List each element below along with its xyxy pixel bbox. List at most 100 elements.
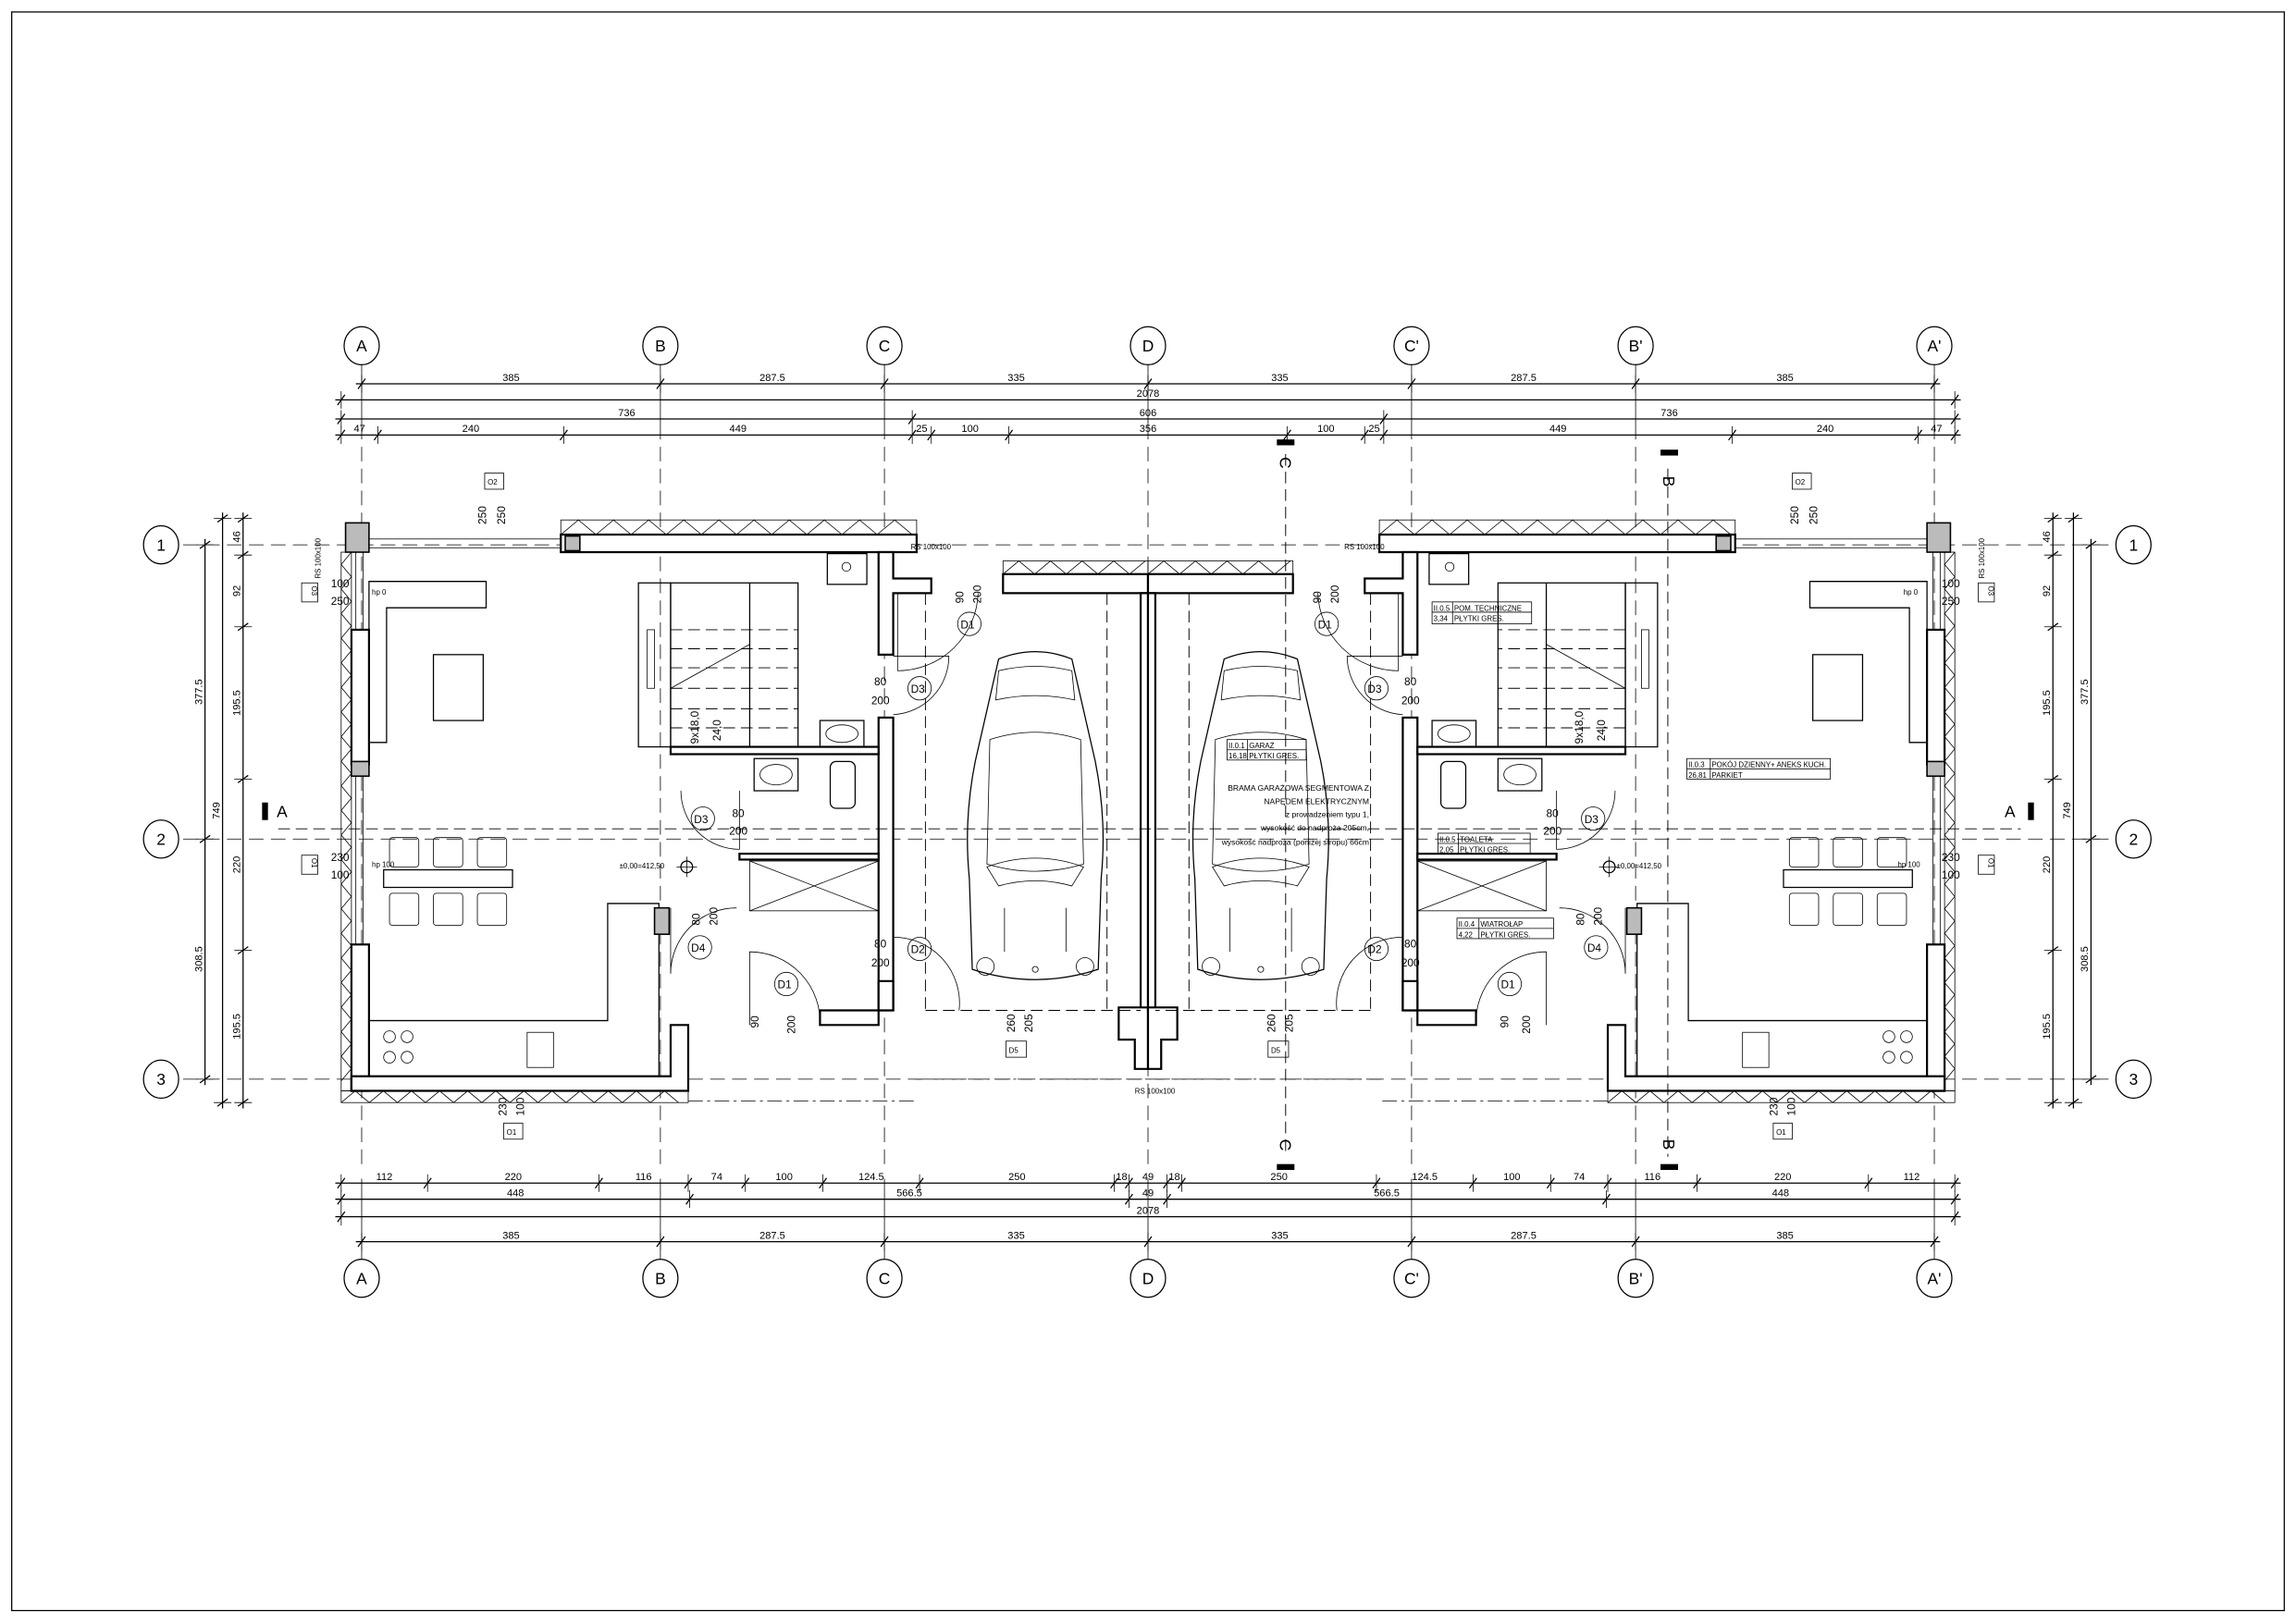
insulation-band [340,551,352,1091]
window-width: 250 [1788,506,1801,524]
utility-sink [826,552,868,585]
insulation-zigzag [340,551,352,1082]
door-d4-right: D4 80 200 [1574,906,1609,960]
door-height: 200 [1520,1015,1533,1034]
room-area: 26,81 [1688,771,1707,780]
left-detail-dimension-value: 92 [232,585,243,597]
insulation-band [1002,560,1149,575]
window-sill: hp 0 [372,588,387,597]
axis-bubble-top-label: A [356,337,367,355]
window-height: 100 [1785,1097,1798,1115]
kitchen-counter [368,903,660,1077]
axis-bubble-left-label: 3 [156,1070,166,1089]
door-height: 200 [1592,906,1605,925]
axis-bubble-left-circle [142,819,179,859]
insulation-zigzag [340,1090,679,1103]
room-floor: PŁYTKI GRES. [1480,930,1530,939]
window-o2-left: O2 250 250 [476,473,508,524]
door-d1-top-left: D1 90 200 [954,584,984,636]
left-dwelling-unit [344,522,1150,1102]
vent-label: RS 100x100 [1344,543,1385,551]
window-tag: O2 [488,478,498,486]
center-pillar [1117,1006,1150,1070]
axis-bubble-right-circle [2115,819,2152,859]
door-height: 200 [785,1015,798,1034]
axis-bubble-top-label: A' [1928,337,1942,355]
left-detail-dimension-value: 195.5 [232,1014,243,1040]
room-floor: PŁYTKI GRES. [1454,614,1504,622]
vent-label: RS 100x100 [911,543,952,551]
door-swing-d3-lower [680,791,740,850]
insulation-band [1607,1090,1956,1103]
door-width: 80 [874,675,887,688]
room-name: TOALETA [1460,835,1493,843]
insulation-zigzag [1607,1090,1945,1103]
garage-top-wall [1002,572,1150,595]
door-width: 80 [690,913,703,926]
wall-column [564,535,581,552]
stairs-tread: 24,0 [710,720,723,741]
window-height: 250 [1942,595,1960,608]
window-o2-right: O2 250 250 [1788,473,1820,524]
window-width: 230 [331,851,350,864]
room-number: II.0.1 [1228,742,1245,750]
window-o3-right: O3 100 250 hp 0 [1904,577,1995,608]
coffee-table [432,654,484,721]
exterior-wall-left-lower [350,943,371,1092]
door-height: 200 [708,906,721,925]
door-d1-top-right: D1 90 200 [1311,584,1341,636]
bottom-axis-dimension-value: 335 [1007,1230,1024,1241]
insulation-band [1147,560,1294,575]
vent-label: RS 100x100 [315,537,323,578]
door-tag: D1 [960,618,975,631]
room-number: II.0.5 [1434,604,1450,612]
top-detail-dimension-value: 240 [463,424,479,435]
door-tag: D3 [911,683,926,695]
axis-bubble-left-circle [142,1059,179,1100]
axis-bubble-top-label: C' [1404,337,1419,355]
room-number: II.0.3 [1688,761,1705,769]
wardrobe [749,860,880,912]
door-tag: D3 [1367,683,1382,695]
door-tag: D2 [1367,943,1381,956]
axis-bubble-top-label: B [655,337,666,355]
tech-room-wall [877,550,932,656]
insulation-zigzag [1147,560,1291,575]
room-floor: PŁYTKI GRES. [1460,846,1510,855]
top-detail-dimension-value: 47 [353,424,364,435]
window-o2-frame [368,538,562,548]
window-tag: O3 [310,585,318,596]
bottom-zone-dimension-value: 448 [1772,1188,1789,1200]
axis-bubble-right-label: 2 [2129,830,2138,849]
room-floor: PARKIET [1711,771,1742,780]
bottom-detail-dimension-value: 250 [1008,1172,1025,1183]
axis-bubble-right-circle [2115,1059,2152,1100]
door-d5-right: D5 260 205 [1265,1014,1296,1058]
bottom-detail-dimension-value: 112 [376,1172,393,1183]
door-width: 80 [1547,807,1560,820]
axis-bubble-bottom-label: D [1142,1269,1154,1287]
room-name: POKÓJ DZIENNY+ ANEKS KUCH. [1711,761,1826,769]
axis-bubble-bottom-label: A [356,1269,367,1287]
door-tag: D3 [1585,813,1599,826]
axis-bubble-left-label: 2 [156,830,166,849]
insulation-band [340,1090,689,1103]
door-height: 200 [1401,695,1420,707]
insulation-zigzag [1944,551,1956,1082]
door-height: 200 [729,825,747,838]
door-width: 260 [1005,1014,1018,1032]
axis-bubble-bottom-label: A' [1928,1269,1942,1287]
vent-label: RS 100x100 [1978,537,1986,578]
door-tag: D2 [911,943,925,956]
door-tag: D4 [691,941,706,954]
top-zone-dimension-value: 736 [1660,408,1677,419]
window-sill: hp 100 [372,860,395,868]
window-tag: O1 [1776,1128,1786,1137]
axis-bubble-top-label: D [1142,337,1154,355]
top-detail-dimension-value: 100 [961,424,978,435]
section-marker-b-bottom: B [1660,1139,1678,1171]
washbasin [819,720,865,748]
garage-gate-note: BRAMA GARAŻOWA SEGMENTOWA Z NAPĘDEM ELEK… [1221,783,1369,847]
window-tag: O1 [507,1128,517,1137]
bottom-axis-dimension-value: 335 [1271,1230,1288,1241]
